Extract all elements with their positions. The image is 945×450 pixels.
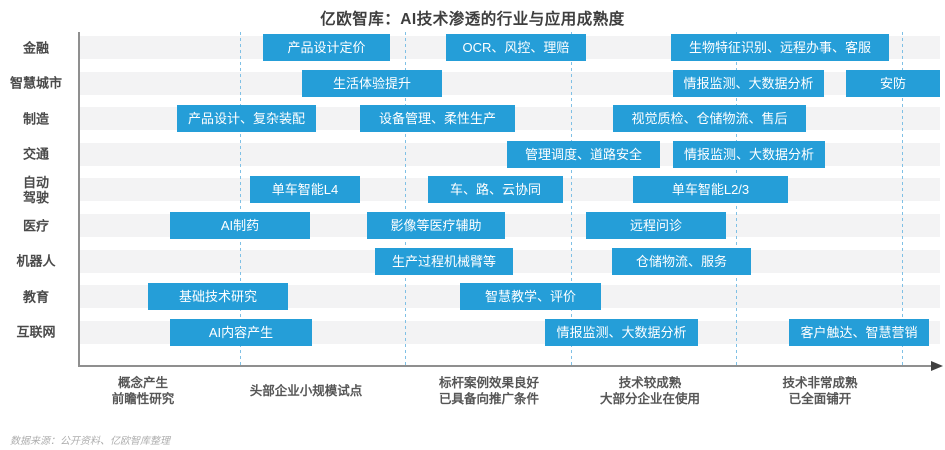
stage-divider-line bbox=[240, 32, 241, 366]
chart-bar: 情报监测、大数据分析 bbox=[545, 318, 698, 346]
row-label: 自动 驾驶 bbox=[22, 174, 49, 205]
stage-label: 技术非常成熟已全面铺开 bbox=[782, 374, 857, 408]
chart-bar: 智慧教学、评价 bbox=[460, 283, 601, 311]
stage-divider-line bbox=[902, 32, 903, 366]
row-label: 教育 bbox=[22, 289, 49, 305]
y-axis-line bbox=[78, 32, 80, 366]
chart-bar: 客户触达、智慧营销 bbox=[789, 318, 929, 346]
stage-label-line: 技术较成熟 bbox=[618, 376, 682, 390]
chart-bar: 情报监测、大数据分析 bbox=[673, 140, 825, 168]
chart-bar: 远程问诊 bbox=[586, 212, 726, 239]
chart-bar: 视觉质检、仓储物流、售后 bbox=[613, 105, 806, 133]
chart-bar: 仓储物流、服务 bbox=[612, 247, 751, 275]
row-label: 交通 bbox=[22, 146, 49, 162]
row-label: 互联网 bbox=[16, 324, 56, 340]
row-label: 医疗 bbox=[22, 218, 49, 233]
stage-label: 概念产生前瞻性研究 bbox=[112, 374, 175, 408]
stage-label: 技术较成熟大部分企业在使用 bbox=[600, 374, 700, 408]
row-label: 制造 bbox=[22, 111, 49, 127]
chart-bar: 生活体验提升 bbox=[302, 69, 442, 97]
chart-bar: 产品设计、复杂装配 bbox=[177, 105, 316, 133]
chart-bar: 生物特征识别、远程办事、客服 bbox=[671, 34, 889, 61]
stage-label-line: 已全面铺开 bbox=[788, 392, 852, 406]
chart-bar: 安防 bbox=[846, 69, 940, 97]
stage-label-line: 头部企业小规模试点 bbox=[249, 384, 363, 398]
stage-label-line: 前瞻性研究 bbox=[111, 392, 175, 406]
row-label: 金融 bbox=[22, 40, 49, 55]
source-note: 数据来源：公开资料、亿欧智库整理 bbox=[10, 436, 170, 447]
stage-divider-line bbox=[405, 32, 406, 366]
stage-label: 头部企业小规模试点 bbox=[250, 374, 363, 408]
stage-label: 标杆案例效果良好已具备向推广条件 bbox=[439, 374, 539, 408]
stage-label-line: 标杆案例效果良好 bbox=[438, 376, 540, 390]
stage-label-line: 已具备向推广条件 bbox=[438, 392, 540, 406]
chart-bar: 影像等医疗辅助 bbox=[367, 212, 505, 239]
stage-label-line: 技术非常成熟 bbox=[782, 376, 858, 390]
x-axis-arrow-icon bbox=[931, 360, 943, 371]
stage-label-line: 概念产生 bbox=[117, 376, 169, 390]
row-label: 智慧城市 bbox=[9, 75, 62, 91]
chart-bar: AI制药 bbox=[170, 212, 310, 239]
chart-bar: 生产过程机械臂等 bbox=[375, 247, 513, 275]
stage-label-line: 大部分企业在使用 bbox=[599, 392, 701, 406]
chart-bar: OCR、风控、理赔 bbox=[446, 34, 586, 61]
chart-bar: 设备管理、柔性生产 bbox=[360, 105, 515, 133]
chart-bar: 基础技术研究 bbox=[148, 283, 288, 311]
x-axis-line bbox=[78, 365, 932, 367]
row-label: 机器人 bbox=[16, 253, 56, 269]
chart-bar: 情报监测、大数据分析 bbox=[673, 69, 824, 97]
chart-bar: 管理调度、道路安全 bbox=[507, 140, 660, 168]
stage-divider-line bbox=[571, 32, 572, 366]
chart-bar: 单车智能L4 bbox=[250, 176, 360, 204]
chart-bar: 产品设计定价 bbox=[263, 34, 390, 61]
chart-bar: AI内容产生 bbox=[170, 318, 312, 346]
chart-title: 亿欧智库：AI技术渗透的行业与应用成熟度 bbox=[320, 11, 625, 28]
chart-bar: 车、路、云协同 bbox=[428, 176, 563, 204]
chart-bar: 单车智能L2/3 bbox=[633, 176, 788, 204]
